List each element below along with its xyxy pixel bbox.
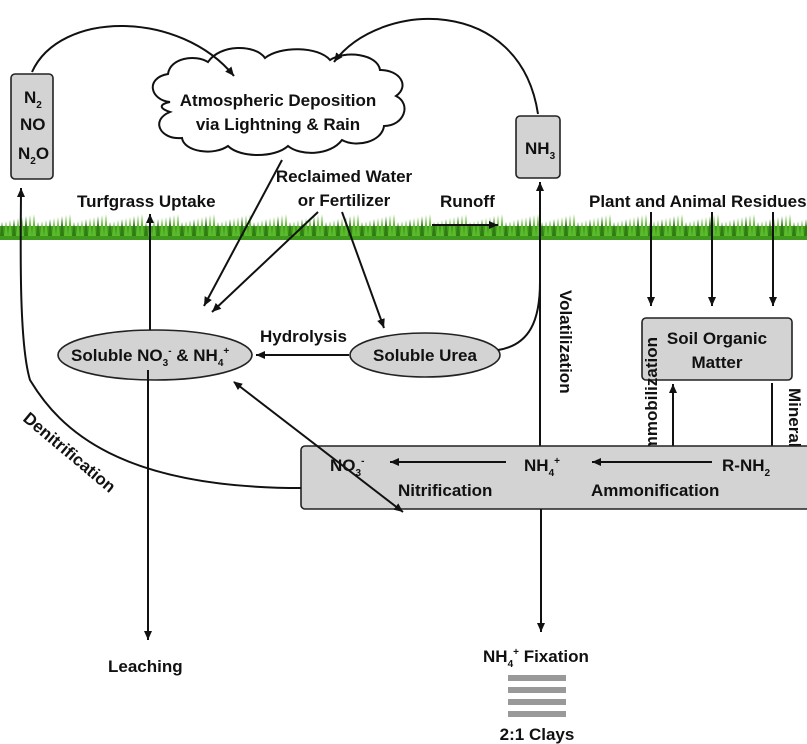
residues-label: Plant and Animal Residues xyxy=(589,192,807,211)
gas-to-cloud-arrow xyxy=(31,25,235,77)
atmospheric-deposition-cloud: Atmospheric Deposition via Lightning & R… xyxy=(151,46,406,156)
gas-n2o-label: N2O xyxy=(18,144,49,167)
clays-label: 2:1 Clays xyxy=(500,725,575,744)
ammonia-to-cloud-arrow xyxy=(333,18,539,115)
nitrification-label: Nitrification xyxy=(398,481,492,500)
soluble-urea-pool: Soluble Urea xyxy=(349,332,501,378)
fixation-label: NH4+ Fixation xyxy=(483,647,589,670)
fertilizer-to-urea-arrow xyxy=(341,211,385,329)
ammonium-label: NH4+ xyxy=(524,456,560,479)
rnh2-label: R-NH2 xyxy=(722,456,771,479)
som-line1: Soil Organic xyxy=(667,329,767,348)
soluble-nitrate-ammonium-pool: Soluble NO3- & NH4+ xyxy=(57,329,253,381)
volatilization-label: Volatilization xyxy=(556,290,575,394)
soluble-pool-label: Soluble NO3- & NH4+ xyxy=(71,346,229,369)
gas-n2-label: N2 xyxy=(24,88,42,111)
immobilization-label: Immobilization xyxy=(642,337,661,456)
fertilizer-to-soluble-arrow xyxy=(211,211,319,313)
cloud-line2: via Lightning & Rain xyxy=(196,115,360,134)
fertilizer-label: or Fertilizer xyxy=(298,191,391,210)
gas-no-label: NO xyxy=(20,115,46,134)
nh3-label: NH3 xyxy=(525,139,556,162)
exchange-arrow xyxy=(233,381,404,513)
runoff-label: Runoff xyxy=(440,192,495,211)
soluble-urea-label: Soluble Urea xyxy=(373,346,477,365)
leaching-label: Leaching xyxy=(108,657,183,676)
soil-process-box: NO3- NH4+ R-NH2 Nitrification Ammonifica… xyxy=(300,445,807,510)
cloud-line1: Atmospheric Deposition xyxy=(180,91,376,110)
hydrolysis-label: Hydrolysis xyxy=(260,327,347,346)
soil-organic-matter-box: Soil Organic Matter xyxy=(641,317,793,381)
ammonification-label: Ammonification xyxy=(591,481,719,500)
som-line2: Matter xyxy=(691,353,742,372)
ammonia-gas-box: NH3 xyxy=(515,115,561,179)
cloud-deposition-arrow xyxy=(203,159,283,307)
atmospheric-gases-box: N2 NO N2O xyxy=(10,73,54,180)
denitrification-arrow xyxy=(16,187,302,489)
turfgrass-uptake-label: Turfgrass Uptake xyxy=(77,192,216,211)
clay-layers-icon xyxy=(508,675,566,717)
reclaimed-water-label: Reclaimed Water xyxy=(276,167,413,186)
urea-volatilization-curve xyxy=(497,281,541,351)
turfgrass-strip xyxy=(0,214,807,240)
denitrification-label: Denitrification xyxy=(19,409,119,497)
